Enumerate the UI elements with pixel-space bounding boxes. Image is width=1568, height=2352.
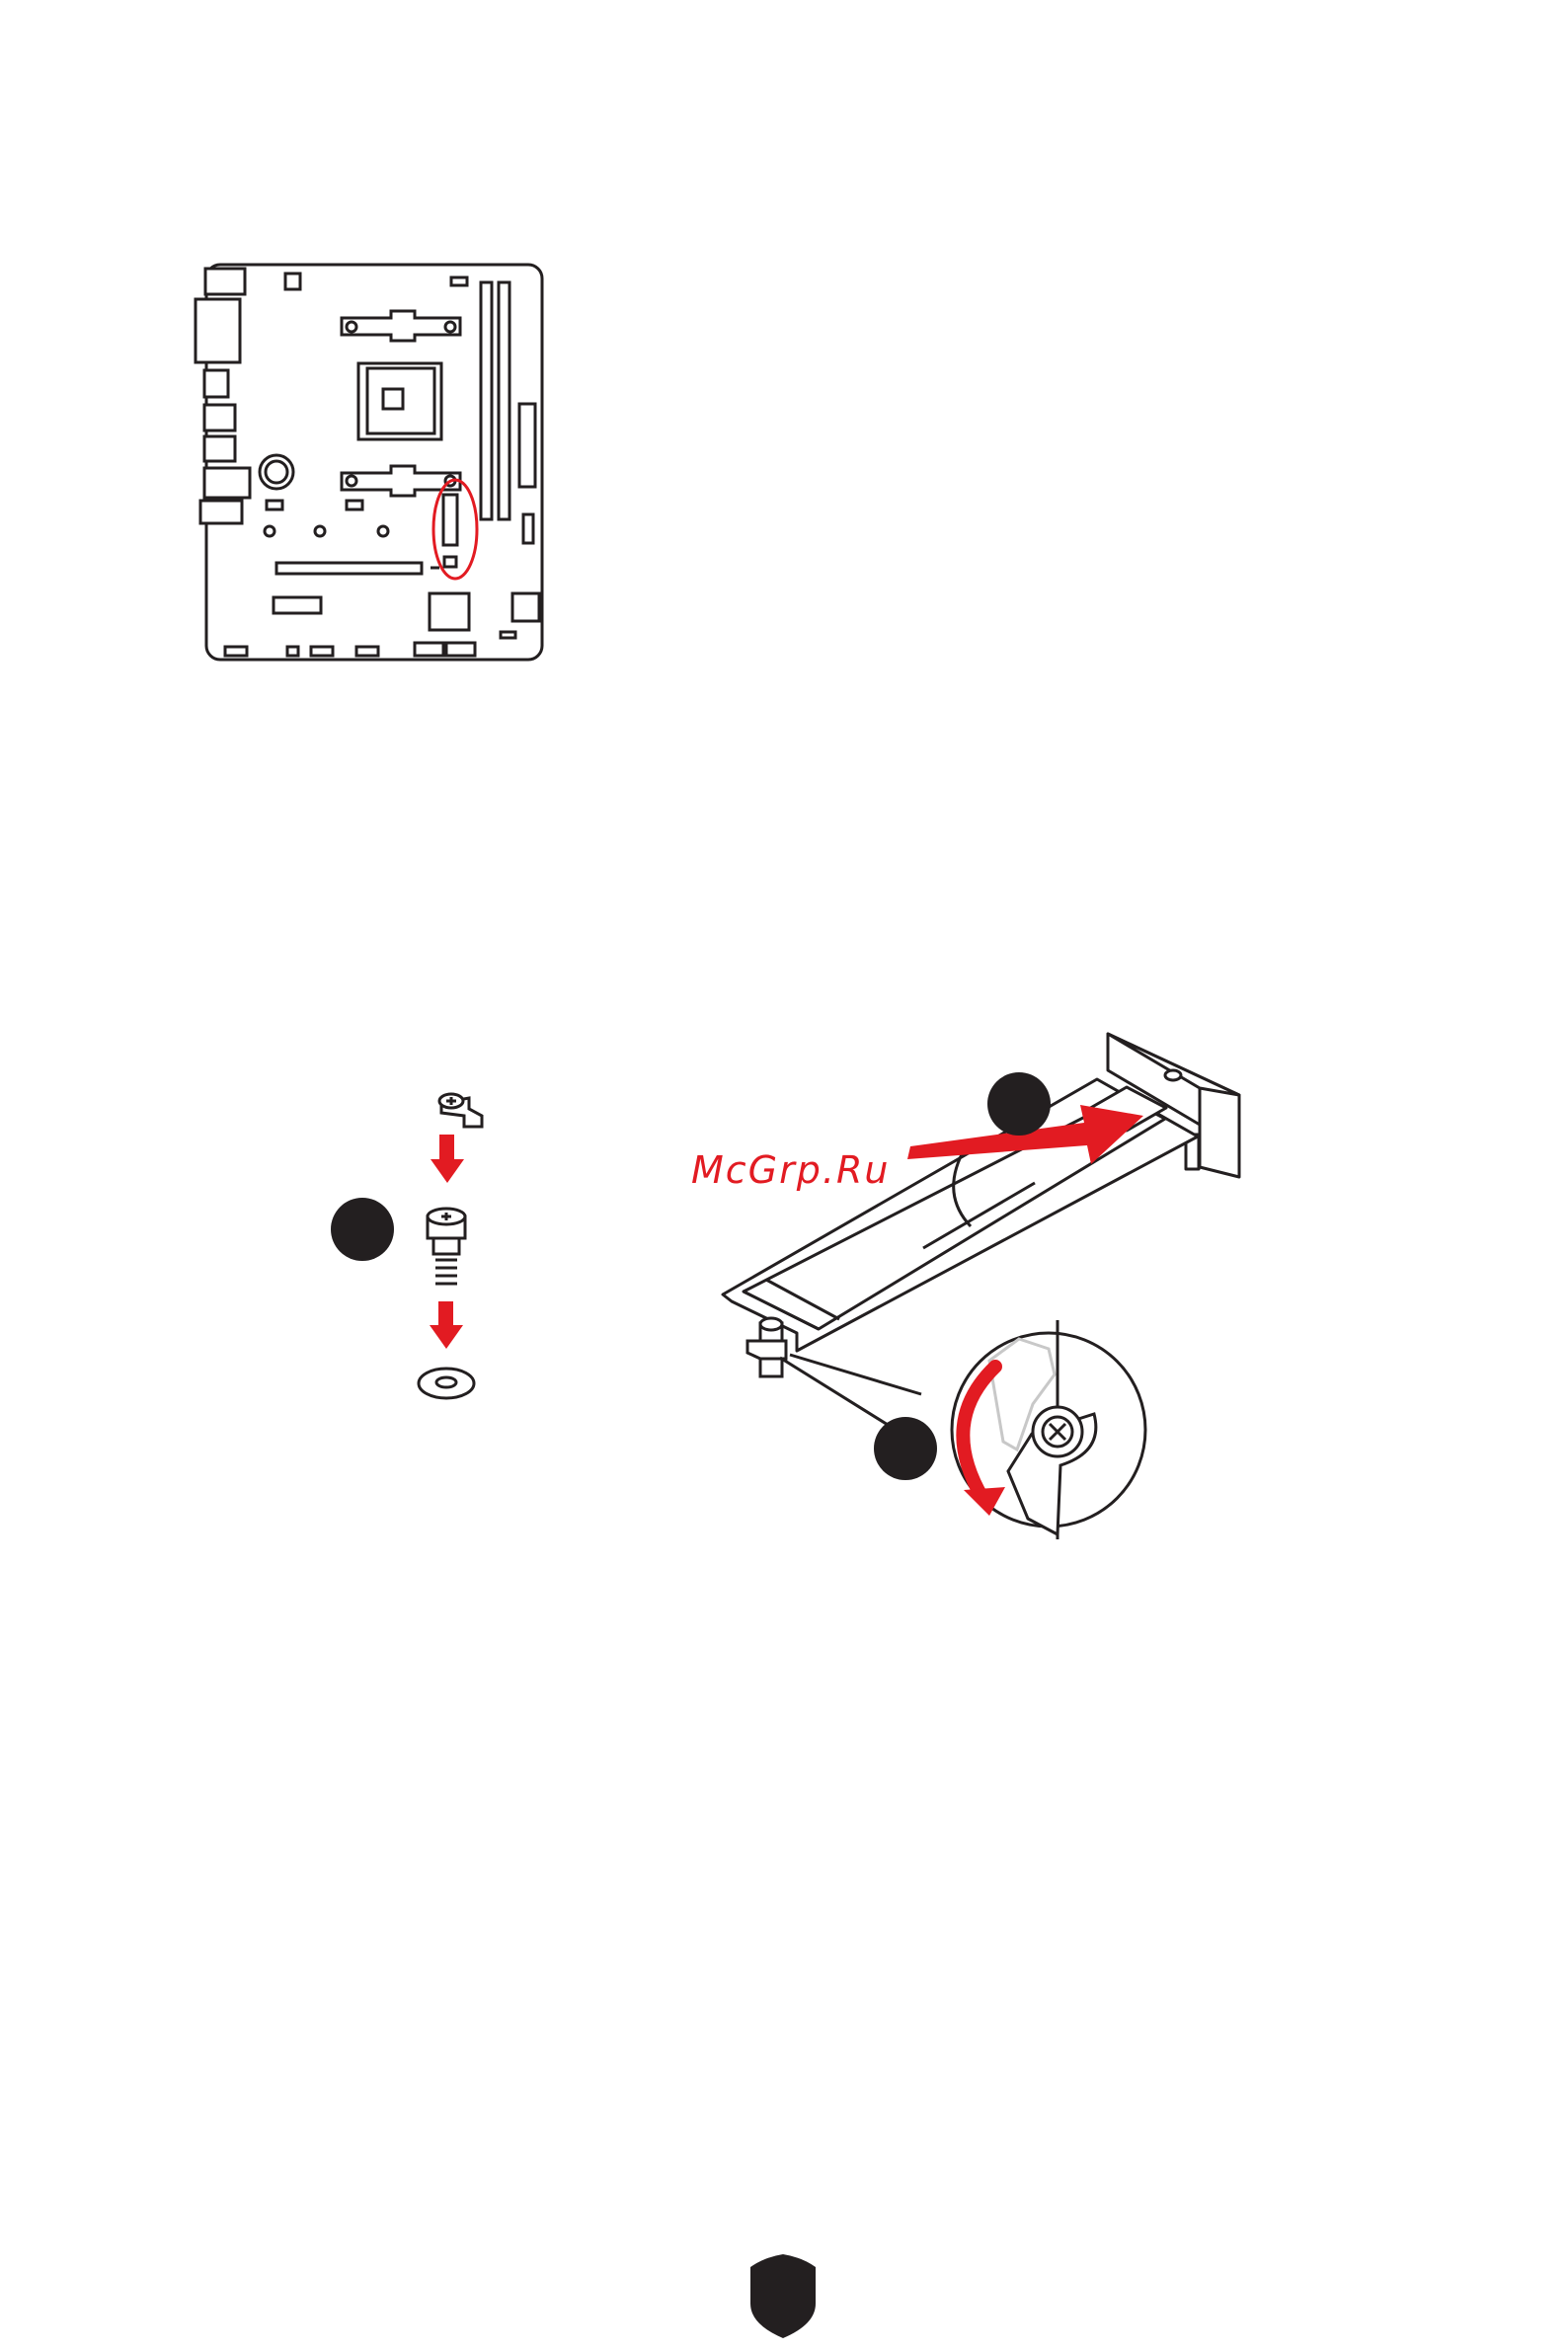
brand-shield-icon [750, 2254, 816, 2338]
